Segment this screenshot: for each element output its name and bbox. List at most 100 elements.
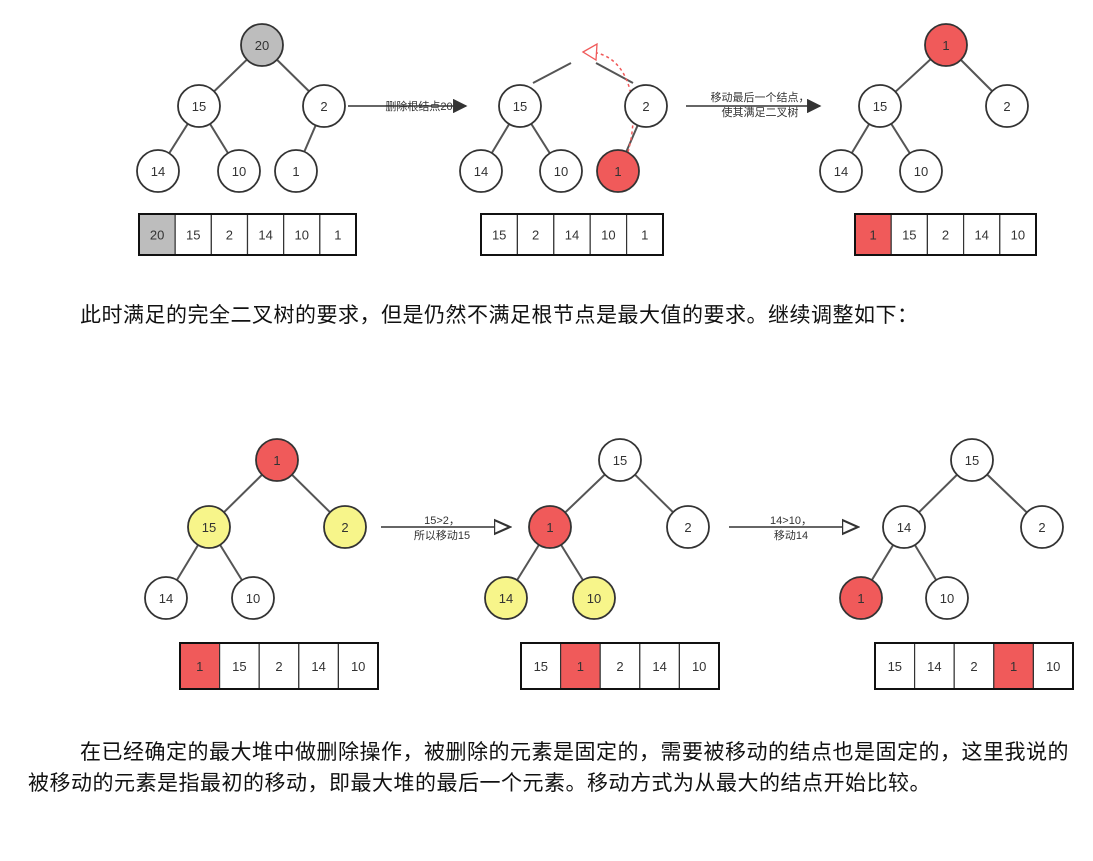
r2-tree2-node-1: 1 [528,505,572,549]
r1-tree3-node-1-label: 15 [873,99,887,114]
r2-tree3-node-0: 15 [950,438,994,482]
r2-tree3-node-1-label: 14 [897,520,911,535]
r2-arrow1: 15>2，所以移动15 [381,515,510,542]
r1-tree3-node-2-circle [985,84,1029,128]
r1-tree2-node-1-circle [498,84,542,128]
r1-tree2-node-3: 14 [459,149,503,193]
r1-array2-cell [625,213,664,256]
r1-array1-cell-value: 1 [334,228,341,243]
r1-array2-cell-value: 14 [565,228,579,243]
r2-tree3-node-4: 10 [925,576,969,620]
r2-array2-cell-value: 15 [534,659,548,674]
r1-tree1-node-4-circle [217,149,261,193]
r1-array3-cell [999,213,1037,256]
r1-array1-cell-value: 20 [150,228,164,243]
r1-arrow2: 移动最后一个结点，使其满足二叉树 [686,91,822,119]
r2-array1-cell [298,642,339,690]
r1-tree3-node-0-label: 1 [942,38,949,53]
r2-tree1-node-3-label: 14 [159,591,173,606]
r2-tree2-node-0: 15 [598,438,642,482]
r1-tree1-node-0-label: 20 [255,38,269,53]
r1-tree3-node-3-label: 14 [834,164,848,179]
r2-tree2-node-1-label: 1 [546,520,553,535]
r1-array2-cell-value: 1 [641,228,648,243]
r1-tree2-node-2: 2 [624,84,668,128]
r2-tree3-node-0-circle [950,438,994,482]
r1-tree2-node-1-label: 15 [513,99,527,114]
r2-array3-cell-value: 2 [970,659,977,674]
r2-array1-cell-value: 10 [351,659,365,674]
r1-tree3-node-4: 10 [899,149,943,193]
paragraph-2-text: 在已经确定的最大堆中做删除操作，被删除的元素是固定的，需要被移动的结点也是固定的… [28,740,1069,795]
r1-tree1-node-5-label: 1 [292,164,299,179]
r2-tree3-node-3-circle [839,576,883,620]
r2-array2-cell [639,642,680,690]
r2-tree2-node-2-circle [666,505,710,549]
r2-array3-border [874,642,1074,690]
r2-tree1-node-3: 14 [144,576,188,620]
r2-tree3-node-3: 1 [839,576,883,620]
r2-tree2-node-0-label: 15 [613,453,627,468]
r2-tree2-node-2: 2 [666,505,710,549]
paragraph-1: 此时满足的完全二叉树的要求，但是仍然不满足根节点是最大值的要求。继续调整如下： [28,300,1073,331]
r1-tree1-node-5-circle [274,149,318,193]
r1-arrow2-label: 使其满足二叉树 [722,105,799,119]
r1-tree1-node-1-circle [177,84,221,128]
r1-tree2-edge-broken [532,62,572,84]
r1-tree1-node-0-circle [240,23,284,67]
r1-tree1-node-3-label: 14 [151,164,165,179]
r1-tree1-node-2-circle [302,84,346,128]
r1-array3-cell-value: 1 [869,228,876,243]
r1-tree2-node-2-circle [624,84,668,128]
r2-arrow2-label: 移动14 [774,529,808,542]
r2-array2-cell-value: 10 [692,659,706,674]
r1-tree2-node-5-circle [596,149,640,193]
r2-tree3-node-1: 14 [882,505,926,549]
r1-tree1-node-1: 15 [177,84,221,128]
r1-array1-border [138,213,357,256]
r2-array2-border [520,642,720,690]
r1-arrow1: 删除根结点20 [348,98,468,114]
r2-tree1-node-4-circle [231,576,275,620]
r1-tree2-node-3-label: 14 [474,164,488,179]
r2-tree1-node-4-label: 10 [246,591,260,606]
r2-tree3-node-4-label: 10 [940,591,954,606]
r1-array1-cell [210,213,249,256]
r2-tree2-node-4-label: 10 [587,591,601,606]
r1-tree3-node-3: 14 [819,149,863,193]
r2-tree3-node-2-circle [1020,505,1064,549]
r2-array1-cell-value: 14 [311,659,325,674]
r1-tree2-move-arrowhead [581,42,598,62]
r2-tree3-node-0-label: 15 [965,453,979,468]
paragraph-1-text: 此时满足的完全二叉树的要求，但是仍然不满足根节点是最大值的要求。继续调整如下： [80,303,919,327]
r1-tree3-node-1-circle [858,84,902,128]
r2-array3-cell-value: 15 [888,659,902,674]
r2-array2-cell-value: 14 [652,659,666,674]
r2-array1-cell [258,642,300,690]
r2-tree1-node-0: 1 [255,438,299,482]
r2-array2-cell [520,642,562,690]
r2-tree1-node-1: 15 [187,505,231,549]
r2-array2-cell-value: 1 [577,659,584,674]
r1-tree3-node-3-circle [819,149,863,193]
r1-tree2-node-4-circle [539,149,583,193]
r2-tree2-node-4: 10 [572,576,616,620]
r1-array3-cell [854,213,892,256]
r1-arrow1-label: 删除根结点20 [385,99,452,113]
r1-array3-cell-value: 2 [942,228,949,243]
r2-array1-border [179,642,379,690]
r1-array2-cell-value: 15 [492,228,506,243]
r2-array1-cell-value: 15 [232,659,246,674]
r2-array3-cell [913,642,955,690]
r2-array1-cell-value: 1 [196,659,203,674]
r1-arrow2-label: 移动最后一个结点， [711,91,810,104]
r1-tree1-node-1-label: 15 [192,99,206,114]
r1-tree3-node-4-label: 10 [914,164,928,179]
r2-array3-cell [1032,642,1074,690]
